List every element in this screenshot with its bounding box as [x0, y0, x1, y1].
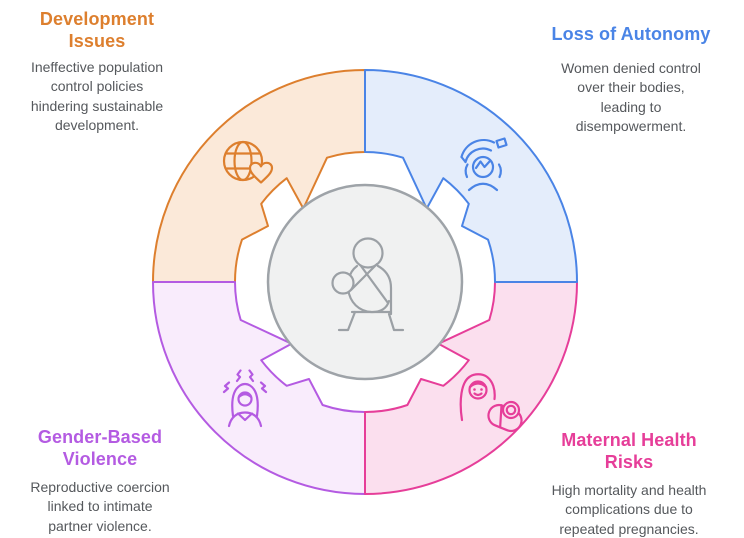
title-gender-based-violence: Gender-Based Violence [37, 427, 163, 469]
description-gender-based-violence: Reproductive coercion linked to intimate… [30, 479, 170, 534]
description-development-issues: Ineffective population control policies … [30, 59, 164, 133]
segment-loss-of-autonomy [364, 69, 578, 283]
label-maternal-health-risks: Maternal Health Risks High mortality and… [529, 429, 729, 538]
description-loss-of-autonomy: Women denied control over their bodies, … [561, 60, 701, 134]
label-gender-based-violence: Gender-Based Violence Reproductive coerc… [0, 426, 200, 536]
segment-gender-based-violence [152, 281, 366, 495]
globe-heart-icon [222, 140, 274, 184]
title-maternal-health-risks: Maternal Health Risks [561, 430, 697, 472]
center-hub [266, 183, 464, 381]
mother-holding-baby-icon [331, 237, 405, 332]
distressed-woman-icon [222, 369, 268, 428]
title-development-issues: Development Issues [39, 9, 155, 51]
mother-with-baby-icon [459, 373, 523, 433]
label-development-issues: Development Issues Ineffective populatio… [0, 8, 194, 135]
description-maternal-health-risks: High mortality and health complications … [551, 482, 707, 537]
label-loss-of-autonomy: Loss of Autonomy Women denied control ov… [531, 23, 731, 136]
title-loss-of-autonomy: Loss of Autonomy [551, 24, 711, 44]
person-signal-loss-icon [460, 137, 508, 192]
